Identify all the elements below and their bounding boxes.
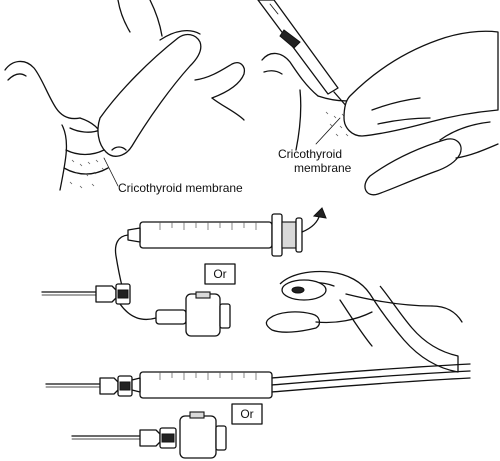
left-panel-caption: Cricothyroid membrane	[118, 181, 243, 195]
syringe-assembly-lower: Or	[45, 363, 471, 459]
or-label-upper: Or	[213, 267, 226, 281]
right-panel-caption-line2: membrane	[294, 161, 352, 175]
panel-palpation: Cricothyroid membrane	[4, 0, 246, 195]
panel-puncture: Cricothyroid membrane	[257, 0, 499, 196]
laryngeal-mask-airway	[265, 270, 463, 373]
or-label-lower: Or	[240, 407, 253, 421]
syringe-assembly-upper: Or	[41, 207, 327, 337]
right-panel-caption-line1: Cricothyroid	[278, 147, 342, 161]
